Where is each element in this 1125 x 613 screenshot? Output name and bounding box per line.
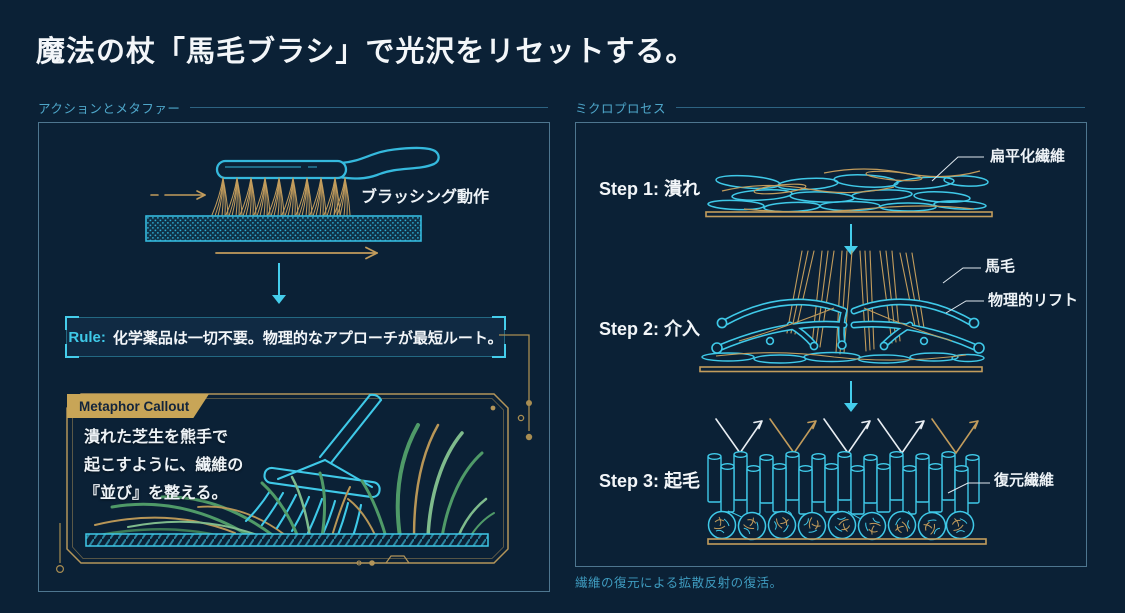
right-panel-caption: 繊維の復元による拡散反射の復活。 <box>575 576 783 590</box>
rule-text: 化学薬品は一切不要。物理的なアプローチが最短ルート。 <box>112 329 503 347</box>
mid-grass <box>260 471 351 539</box>
step3-callout-line <box>947 482 990 494</box>
step3-raised-fibers <box>707 418 987 546</box>
base-surface <box>705 211 993 218</box>
corner-bracket <box>65 344 79 358</box>
page-title: 魔法の杖「馬毛ブラシ」で光沢をリセットする。 <box>36 36 696 68</box>
step2-callout-horsehair: 馬毛 <box>985 258 1016 275</box>
section-header-microprocess: ミクロプロセス <box>575 98 1085 117</box>
step2-callout-line-hair <box>942 267 981 284</box>
corner-bracket <box>65 316 79 330</box>
step3-callout-restored-fiber: 復元繊維 <box>994 472 1055 489</box>
down-arrow-step1 <box>843 224 859 255</box>
diffuse-reflection-arrows <box>715 418 979 455</box>
brush-handle <box>339 146 440 180</box>
step1-callout-flattened-fiber: 扁平化繊維 <box>990 148 1066 165</box>
section-label-microprocess: ミクロプロセス <box>575 102 667 116</box>
motion-arrow-small <box>150 190 206 200</box>
brush-head <box>215 159 348 180</box>
corner-bracket <box>492 316 506 330</box>
rake-grass-illustration <box>85 393 495 547</box>
panel-action-metaphor: ブラッシング動作 Rule: 化学薬品は一切不要。物理的なアプローチが最短ルート… <box>38 122 550 592</box>
down-arrow-step2 <box>843 381 859 412</box>
metaphor-line-1: 潰れた芝生を熊手で <box>84 429 229 446</box>
step1-flattened-fibers <box>705 168 993 218</box>
base-surface <box>699 366 983 373</box>
metaphor-border <box>66 393 509 566</box>
circuit-node <box>55 523 65 573</box>
metaphor-line-2: 起こすように、繊維の <box>84 457 244 474</box>
corner-bracket <box>492 344 506 358</box>
rule-box: Rule: 化学薬品は一切不要。物理的なアプローチが最短ルート。 <box>65 316 506 358</box>
ground-surface <box>85 533 489 547</box>
fallen-grass <box>94 495 286 539</box>
section-label-action: アクションとメタファー <box>38 102 181 116</box>
section-rule-line <box>676 107 1085 108</box>
section-header-action: アクションとメタファー <box>38 98 548 117</box>
metaphor-line-3: 『並び』を整える。 <box>84 485 228 502</box>
step2-callout-line-lift <box>945 300 984 314</box>
metaphor-callout-box: Metaphor Callout 潰れた芝生を熊手で 起こすように、繊維の 『並… <box>66 393 509 566</box>
metaphor-text: 潰れた芝生を熊手で 起こすように、繊維の 『並び』を整える。 <box>84 424 243 508</box>
fiber-cylinders <box>707 451 980 515</box>
step1-callout-line <box>931 156 984 182</box>
base-surface <box>707 538 987 545</box>
rule-prefix: Rule: <box>68 328 106 346</box>
step1-label: Step 1: 潰れ <box>599 179 701 199</box>
rake-icon <box>244 393 383 538</box>
step2-callout-physical-lift: 物理的リフト <box>988 292 1079 309</box>
section-rule-line <box>190 107 548 108</box>
brush-action-label: ブラッシング動作 <box>361 189 490 206</box>
metaphor-tag: Metaphor Callout <box>67 394 209 418</box>
lifted-fibers <box>711 298 985 354</box>
brush-illustration <box>145 146 440 260</box>
fabric-surface <box>145 215 422 242</box>
motion-arrow-large <box>215 246 378 260</box>
panel-microprocess: Step 1: 潰れ 扁平化繊維 <box>575 122 1087 567</box>
circuit-connector <box>499 334 533 441</box>
step2-label: Step 2: 介入 <box>599 319 701 339</box>
step2-intervention <box>699 250 985 373</box>
step3-label: Step 3: 起毛 <box>599 471 701 491</box>
brush-bristles <box>211 177 351 217</box>
down-arrow-left <box>271 263 287 304</box>
